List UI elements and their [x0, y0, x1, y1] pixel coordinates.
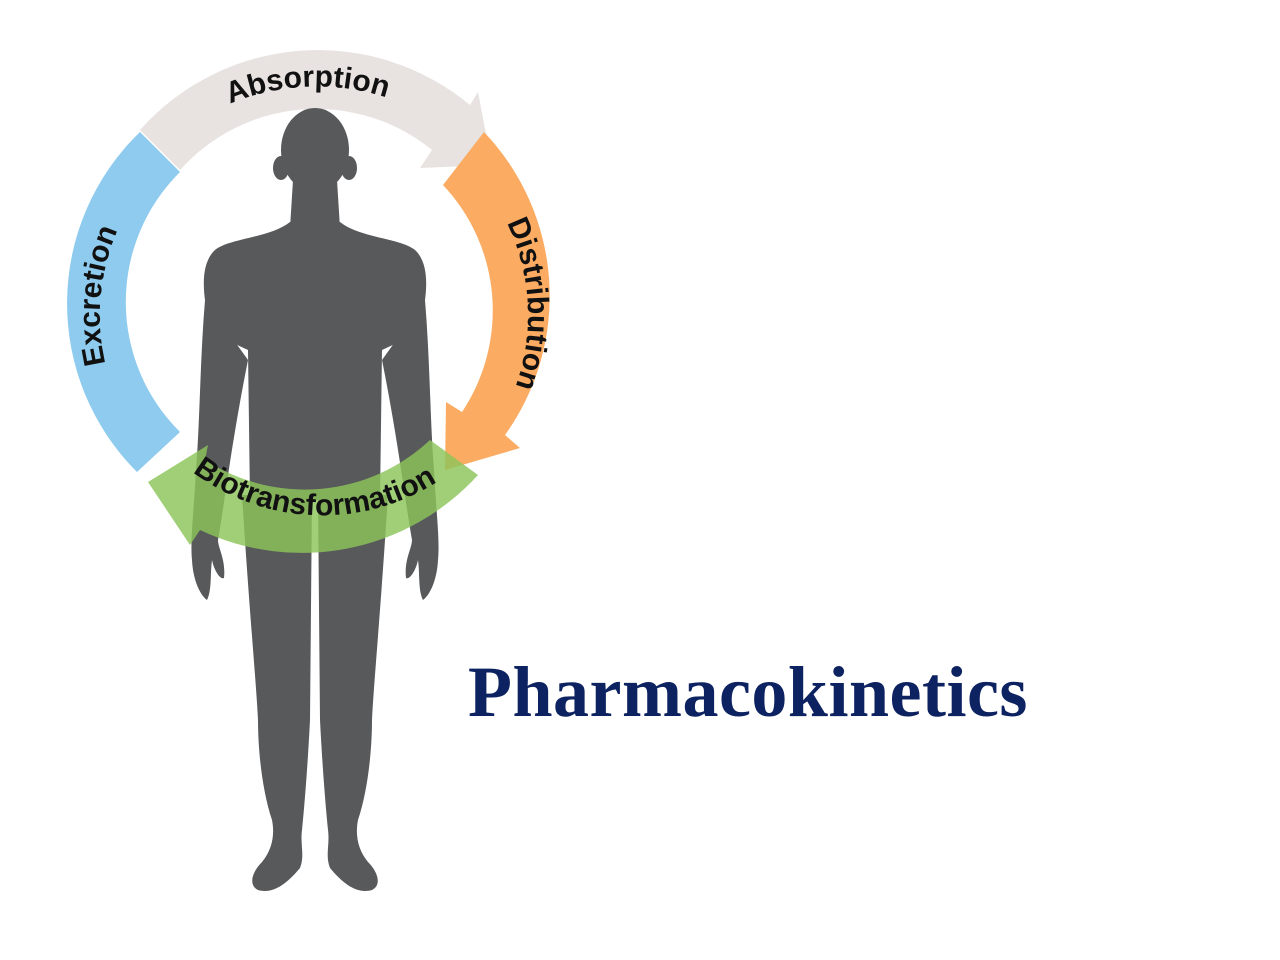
- absorption-arc: [140, 50, 492, 171]
- page-title: Pharmacokinetics: [468, 652, 1028, 732]
- biotransformation-arc: [148, 440, 478, 553]
- excretion-arc: [67, 132, 180, 472]
- distribution-arc: [443, 132, 550, 470]
